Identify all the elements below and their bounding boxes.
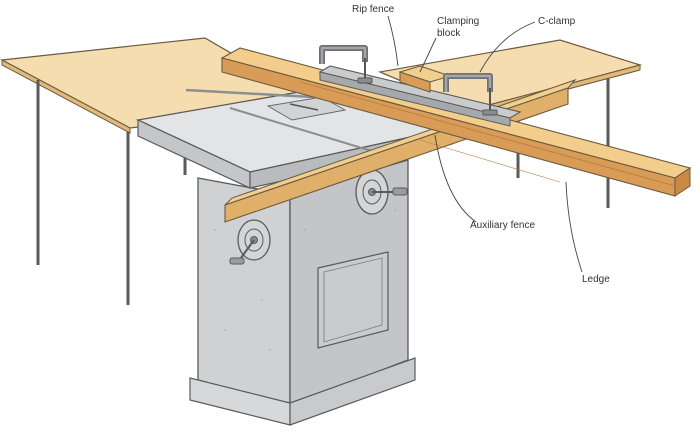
c-clamp-right <box>443 73 498 116</box>
label-clamping-block-line1: Clamping <box>437 16 479 27</box>
label-auxiliary-fence: Auxiliary fence <box>470 220 535 231</box>
label-rip-fence: Rip fence <box>352 4 395 15</box>
label-ledge: Ledge <box>582 274 610 285</box>
leader-c-clamp <box>479 21 536 73</box>
leader-lines <box>387 15 583 273</box>
front-handwheel <box>229 219 271 265</box>
leader-clamping-block <box>419 37 437 73</box>
saw-cabinet <box>189 159 416 426</box>
leader-ledge <box>565 181 583 273</box>
label-clamping-block-line2: block <box>437 28 461 39</box>
c-clamp-left <box>319 45 373 84</box>
label-c-clamp: C-clamp <box>538 16 576 27</box>
leader-auxiliary-fence <box>434 134 477 223</box>
leader-rip-fence <box>387 15 399 67</box>
